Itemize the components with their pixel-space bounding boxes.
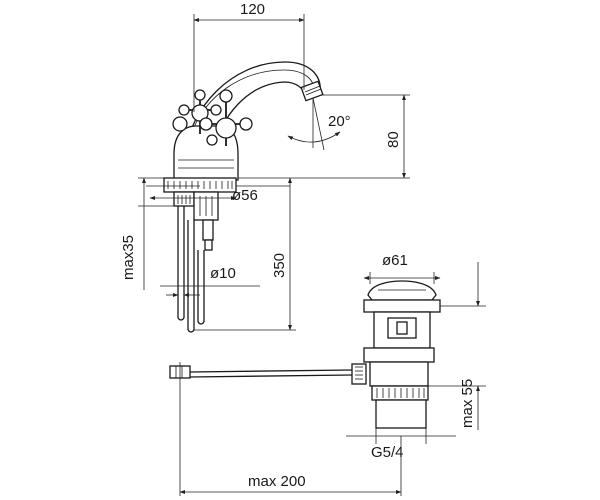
tail-diameter-label: ø10 <box>210 265 236 282</box>
mounting-shank <box>173 191 219 251</box>
cross-handle-front <box>199 89 253 146</box>
base-ring <box>163 177 237 193</box>
spout-reach-label: 120 <box>240 1 265 18</box>
dimension-lines <box>138 14 486 496</box>
base-diameter-label: ø56 <box>232 187 258 204</box>
waste-tail <box>375 399 427 429</box>
waste-drawing <box>169 280 441 429</box>
plug-diameter-label: ø61 <box>382 252 408 269</box>
dimension-labels: 120 20° 80 ø56 max35 ø10 350 ø61 max 55 … <box>120 1 476 490</box>
rod-length-label: max 200 <box>248 473 306 490</box>
aerator <box>300 80 324 102</box>
waste-flange <box>363 299 441 313</box>
waste-height-label: max 55 <box>459 379 476 428</box>
max-deck-thickness-label: max35 <box>120 235 137 280</box>
cross-handle-back <box>178 89 222 134</box>
pivot-rod <box>169 363 367 385</box>
tail-pipes <box>177 206 205 333</box>
pivot-housing <box>363 347 435 363</box>
spout-angle-label: 20° <box>328 113 351 130</box>
waste-thread-label: G5/4 <box>371 444 404 461</box>
pop-up-plug <box>367 280 437 301</box>
side-knob <box>172 116 188 132</box>
tail-length-label: 350 <box>271 253 288 278</box>
faucet-drawing <box>163 61 324 333</box>
thread-ring <box>371 385 429 401</box>
spout-height-label: 80 <box>385 131 402 148</box>
